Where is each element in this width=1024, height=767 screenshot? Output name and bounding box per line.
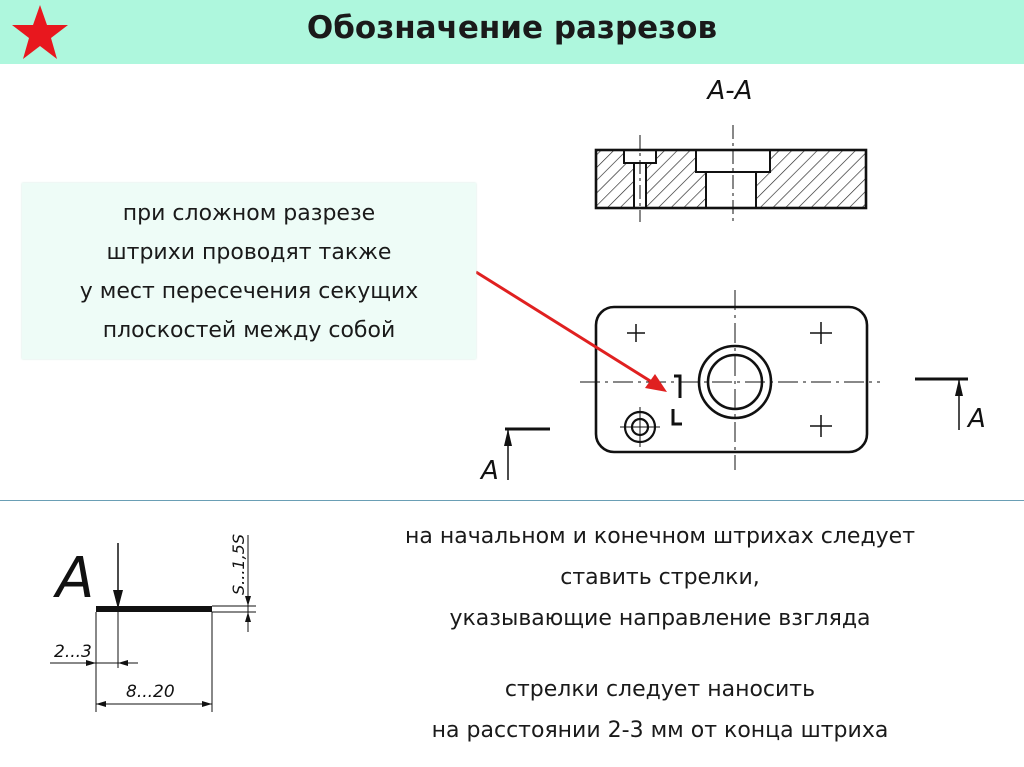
- page-title: Обозначение разрезов: [306, 10, 718, 46]
- dim-thickness: S...1,5S: [229, 534, 248, 595]
- distance-note-line: стрелки следует наносить: [504, 677, 816, 702]
- section-drawing: А-А: [475, 76, 986, 486]
- header-bar: Обозначение разрезов: [0, 0, 1024, 64]
- distance-note-line: на расстоянии 2-3 мм от конца штриха: [431, 718, 889, 743]
- section-view: [594, 125, 868, 222]
- section-divider: [0, 500, 1024, 501]
- star-icon: [12, 5, 68, 59]
- callout-line: у мест пересечения секущих: [79, 279, 419, 304]
- svg-text:А: А: [479, 456, 499, 486]
- section-marker-left: А: [479, 427, 550, 486]
- callout-line: при сложном разрезе: [122, 201, 376, 226]
- detail-letter: А: [53, 546, 94, 611]
- callout-line: плоскостей между собой: [102, 318, 396, 343]
- arrows-note-line: на начальном и конечном штрихах следует: [404, 524, 916, 549]
- stroke-detail-drawing: А 2...3 8...20 S...1,5S: [50, 534, 256, 712]
- callout-box: при сложном разрезе штрихи проводят такж…: [22, 183, 476, 359]
- svg-text:А: А: [966, 404, 986, 434]
- callout-line: штрихи проводят также: [106, 240, 392, 265]
- section-label: А-А: [706, 76, 753, 106]
- arrows-note-line: ставить стрелки,: [560, 565, 760, 590]
- dim-arrow-gap: 2...3: [54, 642, 92, 662]
- section-marker-right: А: [915, 377, 986, 434]
- arrows-note-line: указывающие направление взгляда: [449, 606, 871, 631]
- pointer-arrow: [475, 270, 667, 392]
- plan-view: [580, 290, 880, 470]
- dim-stroke-length: 8...20: [126, 682, 175, 702]
